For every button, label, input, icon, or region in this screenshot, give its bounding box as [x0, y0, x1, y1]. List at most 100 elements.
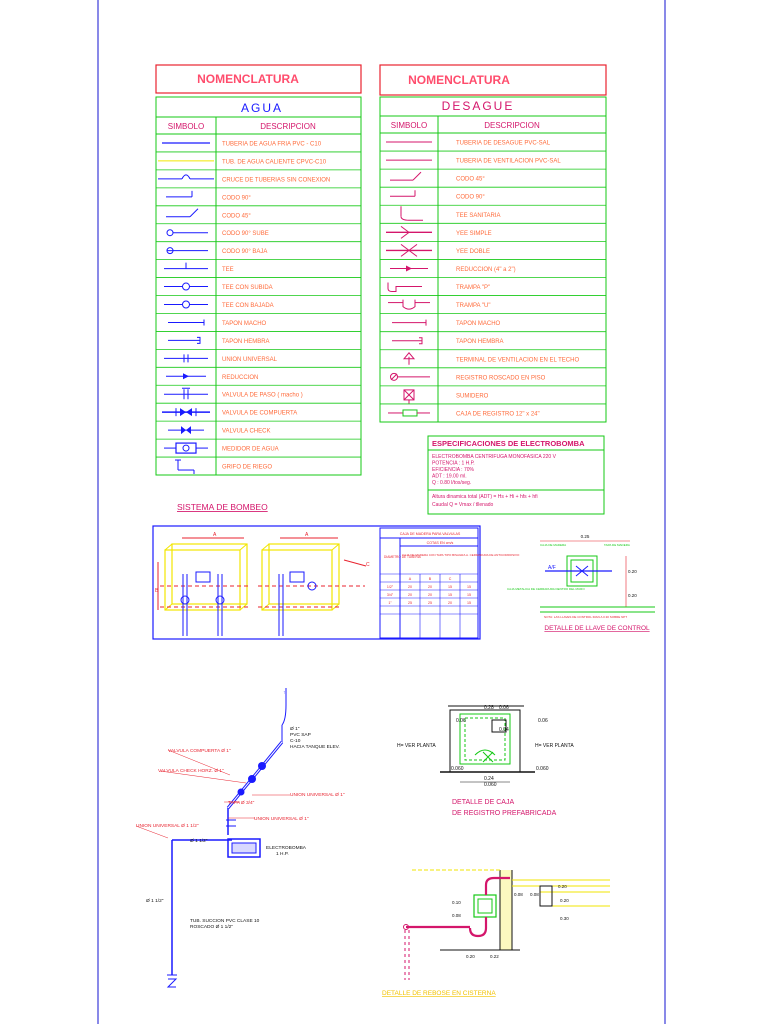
- caja-dim-label: 0.060: [484, 782, 497, 788]
- caja-dim-label: 0.04: [499, 727, 509, 733]
- cisterna-dim-label: 0.30: [560, 916, 569, 921]
- desague-row-label: TUBERIA DE VENTILACION PVC-SAL: [456, 159, 561, 165]
- agua-row-label: TEE CON SUBIDA: [222, 285, 273, 291]
- desague-row-label: YEE SIMPLE: [456, 231, 492, 237]
- desague-row-label: TERMINAL DE VENTILACION EN EL TECHO: [456, 357, 579, 363]
- desague-title: NOMENCLATURA: [408, 73, 510, 87]
- iso-label: VALVULA COMPUERTA Ø 1": [168, 748, 231, 754]
- desague-row: TRAMPA "P": [380, 277, 606, 293]
- agua-row: GRIFO DE RIEGO: [156, 456, 361, 475]
- agua-row-label: CODO 90° BAJA: [222, 249, 267, 255]
- u-trap-icon: [388, 299, 430, 310]
- dim-c: C: [366, 562, 370, 568]
- caja-right-label: H= VER PLANTA: [535, 743, 574, 749]
- female-plug-icon: [168, 336, 201, 344]
- agua-row-label: CODO 45°: [222, 213, 251, 219]
- llave-note-1: CAJA DE MADERA: [540, 543, 566, 547]
- cisterna-dim-label: 0.08: [530, 892, 539, 897]
- iso-label: C-10: [290, 738, 301, 744]
- elbow-90-up-icon: [166, 229, 208, 237]
- desague-row: REDUCCION (4" a 2"): [380, 259, 606, 273]
- union-icon: [164, 354, 208, 363]
- iso-label: VALVULA CHECK HORZ. Ø 1": [158, 768, 224, 774]
- llave-note-3: CAJA METALICA DE CERRADURA DENTRO DEL MU…: [507, 587, 585, 591]
- agua-row-label: VALVULA DE PASO ( macho ): [222, 393, 303, 399]
- agua-row: VALVULA CHECK: [156, 420, 361, 435]
- iso-label: UNION UNIVERSAL Ø 1 1/2": [136, 823, 199, 829]
- desague-row: TERMINAL DE VENTILACION EN EL TECHO: [380, 349, 606, 365]
- desague-row-label: YEE DOBLE: [456, 249, 490, 255]
- bombeo-table-head-cell: C: [449, 577, 452, 581]
- bombeo-table-cell: 25: [428, 601, 432, 605]
- floor-drain-icon: [403, 389, 415, 404]
- cisterna-dim-label: 0.10: [452, 900, 461, 905]
- agua-col-desc: DESCRIPCION: [260, 122, 316, 131]
- bombeo-table-head-cell: A: [409, 577, 412, 581]
- desague-col-symbol: SIMBOLO: [391, 121, 427, 130]
- cisterna-detail: DETALLE DE REBOSE EN CISTERNA 0.200.080.…: [382, 869, 610, 997]
- bombeo-table-cell: 15: [467, 601, 471, 605]
- agua-row-label: TAPON MACHO: [222, 321, 267, 327]
- sanitary-tee-icon: [400, 206, 423, 221]
- bombeo-table-cell: 15: [448, 593, 452, 597]
- agua-row: CODO 45°: [156, 205, 361, 219]
- water-meter-icon: [164, 442, 208, 454]
- p-trap-icon: [387, 282, 422, 293]
- caja-dim-label: 0.060: [536, 766, 549, 772]
- bombeo-table-cell: 20: [408, 585, 412, 589]
- llave-note-4: NOTA: LAS LLAVES DE CONTROL IRAN A 0.30 …: [544, 615, 627, 619]
- iso-label: Ø 1 1/2": [190, 838, 208, 844]
- agua-row-label: REDUCCION: [222, 375, 258, 381]
- tee-icon: [164, 262, 208, 270]
- elbow-45-icon: [390, 171, 422, 181]
- pump-spec-line: ADT : 19.00 ml.: [432, 474, 467, 480]
- vent-terminal-icon: [402, 351, 416, 365]
- iso-label: TAPA Ø 3/4": [228, 800, 255, 806]
- agua-row-label: UNION UNIVERSAL: [222, 357, 278, 363]
- caja-left-label: H= VER PLANTA: [397, 743, 436, 749]
- cisterna-dim-label: 0.20: [558, 884, 567, 889]
- agua-subtitle: AGUA: [241, 101, 283, 115]
- desague-row: CODO 90°: [380, 186, 606, 201]
- desague-row-label: SUMIDERO: [456, 393, 489, 399]
- desague-row: YEE DOBLE: [380, 240, 606, 257]
- desague-row-label: TUBERIA DE DESAGUE PVC-SAL: [456, 141, 551, 147]
- caja-dim-label: 0.06: [456, 718, 466, 724]
- bombeo-table-cell: 15: [448, 585, 452, 589]
- iso-label: Ø 1 1/2": [146, 898, 164, 904]
- agua-row: TEE CON SUBIDA: [156, 277, 361, 291]
- desague-row: TRAMPA "U": [380, 295, 606, 310]
- agua-row-label: TEE: [222, 267, 234, 273]
- bombeo-title: SISTEMA DE BOMBEO: [177, 502, 268, 512]
- iso-label: HACIA TANQUE ELEV.: [290, 744, 340, 750]
- cisterna-dim-label: 0.20: [466, 954, 475, 959]
- ball-valve-icon: [164, 387, 208, 400]
- pump-spec-line: ELECTROBOMBA CENTRIFUGA MONOFASICA 220 V: [432, 454, 557, 460]
- irrigation-tap-icon: [175, 459, 195, 475]
- desague-row-label: CODO 45°: [456, 177, 485, 183]
- agua-row: VALVULA DE COMPUERTA: [156, 402, 361, 417]
- agua-row: TUBERIA DE AGUA FRIA PVC - C10: [162, 141, 322, 147]
- agua-row-label: TAPON HEMBRA: [222, 339, 270, 345]
- agua-row: TAPON HEMBRA: [156, 331, 361, 345]
- agua-col-symbol: SIMBOLO: [168, 122, 204, 131]
- bombeo-table-cell: 20: [428, 593, 432, 597]
- desague-row-label: TAPON MACHO: [456, 321, 501, 327]
- bombeo-table-cell: 20: [408, 593, 412, 597]
- double-wye-icon: [386, 244, 432, 257]
- arrow-up-icon: ↑: [283, 690, 286, 696]
- bombeo-table-sub: COTAS EN cm/s: [427, 541, 454, 545]
- male-plug-icon: [392, 319, 427, 326]
- agua-row: TEE: [156, 259, 361, 273]
- male-plug-icon: [168, 319, 205, 326]
- cisterna-dim-label: 0.08: [452, 913, 461, 918]
- cisterna-dim-label: 0.08: [514, 892, 523, 897]
- reducer-icon: [166, 373, 206, 380]
- iso-label: ELECTROBOMBA: [266, 845, 307, 851]
- agua-row: VALVULA DE PASO ( macho ): [156, 384, 361, 400]
- bombeo-table-cell: 1": [388, 601, 392, 605]
- bombeo-table-side: DIAMETRO DE TUBERIA: [384, 555, 422, 559]
- agua-row-label: CODO 90°: [222, 195, 251, 201]
- desague-row: YEE SIMPLE: [380, 222, 606, 239]
- iso-label: Ø 1": [290, 726, 300, 732]
